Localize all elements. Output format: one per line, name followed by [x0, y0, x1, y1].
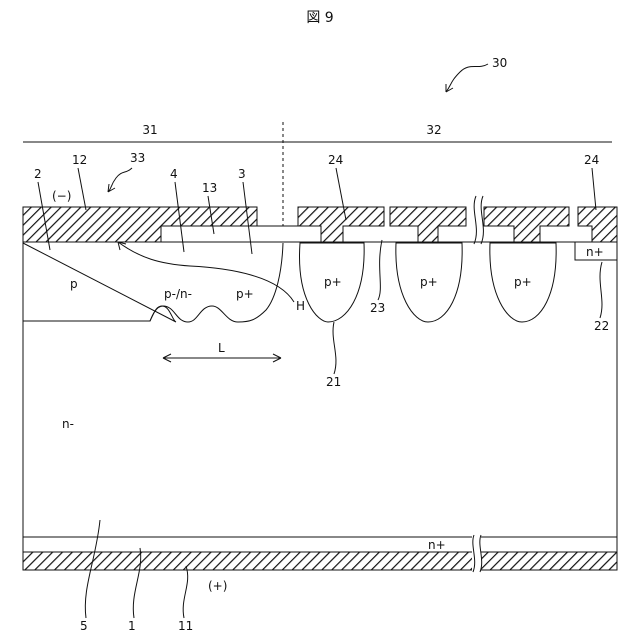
device-label: 30	[492, 56, 507, 70]
region-33-arrow	[108, 168, 132, 192]
electrode-12-label: 12	[72, 153, 87, 167]
anode-electrode-segment-2	[390, 207, 466, 242]
back-electrode	[23, 552, 617, 570]
figure-title: 図 9	[306, 10, 333, 26]
label-11: 11	[178, 619, 193, 633]
p-plus-mid-label: p+	[420, 275, 438, 289]
anode-electrode-segment-3	[484, 207, 569, 242]
label-21: 21	[326, 375, 341, 389]
n-plus-22-label: n+	[586, 245, 604, 259]
label-22: 22	[594, 319, 609, 333]
region-33-label: 33	[130, 151, 145, 165]
h-label: H	[296, 299, 305, 313]
electrode-24-leader-b	[592, 168, 596, 210]
p-minus-n-minus-label: p-/n-	[164, 287, 192, 301]
electrode-12-leader	[78, 168, 86, 210]
device-arrow	[446, 64, 488, 92]
p-label: p	[70, 277, 78, 291]
n-plus-layer	[23, 537, 617, 552]
label-23: 23	[370, 301, 385, 315]
layer-2-label: 2	[34, 167, 42, 181]
p-plus-right-label: p+	[514, 275, 532, 289]
electrode-24-label-b: 24	[584, 153, 599, 167]
anode-electrode-segment-4	[578, 207, 617, 242]
electrode-24-label-a: 24	[328, 153, 343, 167]
label-11-leader	[183, 566, 188, 618]
n-minus-label: n-	[62, 417, 74, 431]
n-plus-bottom-label: n+	[428, 538, 446, 552]
p-plus-3-label: p+	[236, 287, 254, 301]
layer-3-label: 3	[238, 167, 246, 181]
minus-terminal: (−)	[52, 189, 71, 203]
layer-4-label: 4	[170, 167, 178, 181]
plus-terminal: (+)	[208, 579, 227, 593]
region-31-label: 31	[142, 123, 157, 137]
insulator-layer	[161, 226, 321, 242]
layer-13-label: 13	[202, 181, 217, 195]
region-32-label: 32	[426, 123, 441, 137]
label-1: 1	[128, 619, 136, 633]
width-l-label: L	[218, 341, 225, 355]
p-plus-21-label: p+	[324, 275, 342, 289]
label-5: 5	[80, 619, 88, 633]
